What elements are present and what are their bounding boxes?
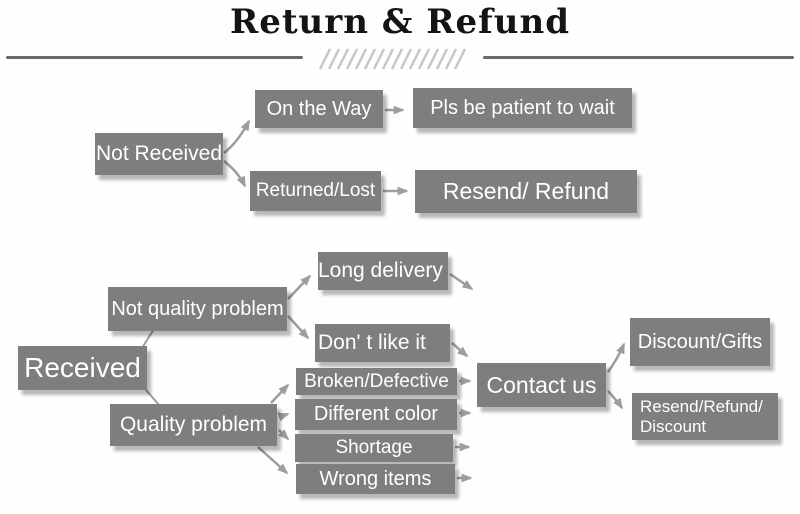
hatch-decoration <box>318 48 467 70</box>
arrow-quality-differentcolor <box>277 412 290 422</box>
line-received-quality <box>145 389 160 406</box>
node-wrong-items: Wrong items <box>296 464 455 494</box>
arrow-contact-resendrefunddiscount <box>607 390 624 410</box>
arrow-notquality-dontlike <box>287 315 310 340</box>
node-shortage: Shortage <box>295 434 453 462</box>
arrow-notquality-longdelivery <box>287 274 312 300</box>
node-long-delivery: Long delivery <box>318 252 448 290</box>
node-not-quality-problem: Not quality problem <box>108 287 287 331</box>
node-different-color: Different color <box>295 399 457 430</box>
arrow-notreceived-returnedlost <box>223 160 247 188</box>
node-on-the-way: On the Way <box>255 90 383 128</box>
node-returned-lost: Returned/Lost <box>250 171 381 211</box>
node-resend-refund-discount: Resend/Refund/ Discount <box>632 393 778 440</box>
node-dont-like-it: Don' t like it <box>315 324 450 362</box>
arrow-quality-shortage <box>278 429 290 441</box>
node-quality-problem: Quality problem <box>110 404 277 446</box>
page-title: Return & Refund <box>229 2 571 42</box>
node-resend-refund: Resend/ Refund <box>415 170 637 213</box>
arrow-notreceived-ontheway <box>223 119 251 154</box>
arrow-dontlike-contact <box>451 342 469 358</box>
divider-left-line <box>6 56 303 59</box>
node-pls-be-patient: Pls be patient to wait <box>413 88 632 128</box>
arrow-quality-broken <box>270 383 290 404</box>
divider-right-line <box>483 56 794 59</box>
node-contact-us: Contact us <box>477 363 606 407</box>
arrow-longdelivery-out <box>449 272 474 291</box>
node-discount-gifts: Discount/Gifts <box>630 318 770 366</box>
node-not-received: Not Received <box>95 133 223 175</box>
node-received: Received <box>18 346 147 390</box>
node-broken-defective: Broken/Defective <box>296 368 457 395</box>
arrow-quality-wrongitems <box>257 446 289 475</box>
arrow-contact-discountgifts <box>606 342 626 373</box>
